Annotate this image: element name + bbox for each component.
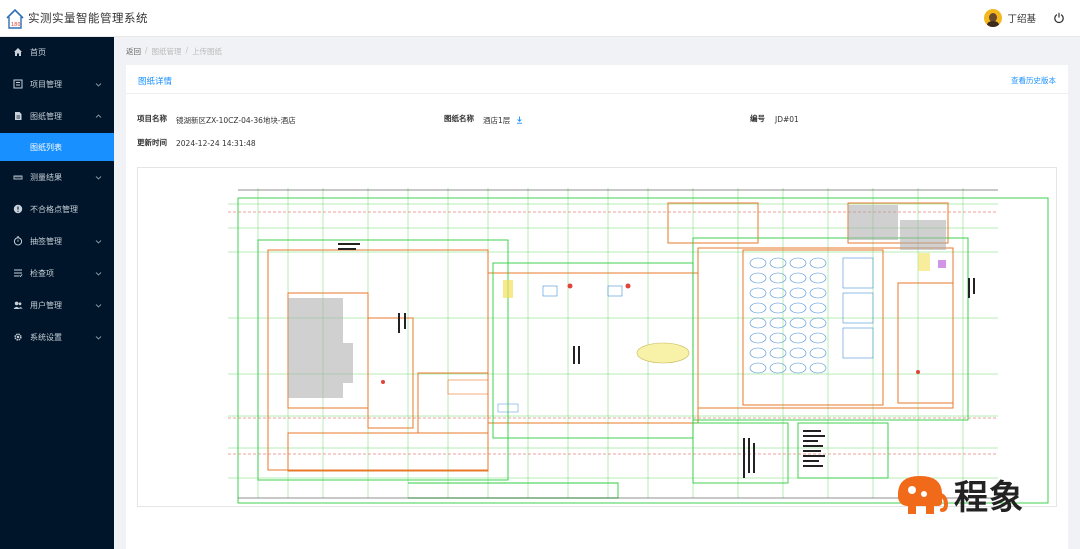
chevron-down-icon [95,239,102,244]
breadcrumb-upload-drawing: 上传图纸 [192,47,223,56]
sidebar-item-label: 用户管理 [30,300,62,310]
sidebar-item-home[interactable]: 首页 [0,38,114,66]
sidebar-subitem-drawing-list[interactable]: 图纸列表 [0,133,114,161]
drawing-name-label: 图纸名称 [444,114,474,123]
app-logo-icon: 180 [6,8,24,29]
updated-time-label: 更新时间 [137,138,167,147]
app-title: 实测实量智能管理系统 [28,11,148,25]
card-title: 图纸详情 [138,77,173,87]
sidebar-item-users[interactable]: 用户管理 [0,291,114,319]
sidebar: 首页 项目管理 图纸管理 图纸列表 测量结果 不合格点管理 抽签管理 检查项 用… [0,37,114,549]
users-icon [13,301,23,309]
sidebar-item-settings[interactable]: 系统设置 [0,323,114,351]
project-name-label: 项目名称 [137,114,167,123]
avatar[interactable] [984,9,1003,27]
sidebar-item-label: 系统设置 [30,332,62,342]
logout-button[interactable] [1052,11,1066,25]
elephant-logo-icon [898,476,948,514]
project-name-value: 镜湖新区ZX-10CZ-04-36地块-酒店 [176,116,296,125]
sidebar-item-measure-results[interactable]: 测量结果 [0,163,114,191]
download-icon[interactable] [516,116,523,124]
user-menu[interactable]: 丁绍基 [984,8,1066,28]
sidebar-item-drawings[interactable]: 图纸管理 [0,102,114,130]
chevron-down-icon [95,175,102,180]
sidebar-item-label: 检查项 [30,268,54,278]
sidebar-item-lottery[interactable]: 抽签管理 [0,227,114,255]
alert-icon [13,204,23,214]
breadcrumb-separator: / [185,46,189,55]
updated-time-value: 2024-12-24 14:31:48 [176,139,256,148]
home-icon [14,48,22,56]
card-header: 图纸详情 查看历史版本 [126,65,1068,94]
floor-plan-image [138,168,1056,506]
svg-text:180: 180 [11,22,21,28]
sidebar-subitem-label: 图纸列表 [30,142,62,152]
drawing-preview[interactable] [137,167,1057,507]
sidebar-item-nonconformity[interactable]: 不合格点管理 [0,195,114,223]
code-label: 编号 [750,114,765,123]
top-bar: 180 实测实量智能管理系统 丁绍基 [0,0,1080,37]
sidebar-item-projects[interactable]: 项目管理 [0,70,114,98]
watermark-text: 程象 [954,477,1024,518]
breadcrumb-back-link[interactable]: 返回 [126,47,141,56]
chevron-down-icon [95,335,102,340]
sidebar-item-label: 图纸管理 [30,111,62,121]
brand-watermark: 程象 [894,471,1054,518]
sidebar-item-label: 首页 [30,47,46,57]
power-icon [1054,12,1064,24]
user-name[interactable]: 丁绍基 [1007,14,1036,25]
view-history-link[interactable]: 查看历史版本 [1011,76,1056,85]
sidebar-item-label: 项目管理 [30,79,62,89]
chevron-up-icon [95,113,102,118]
sidebar-item-label: 不合格点管理 [30,204,78,214]
gear-icon [14,333,22,341]
breadcrumb-drawing-management[interactable]: 图纸管理 [151,47,182,56]
drawing-icon [15,112,22,120]
chevron-down-icon [95,271,102,276]
clock-icon [13,236,23,246]
sidebar-item-check-items[interactable]: 检查项 [0,259,114,287]
project-icon [13,79,23,89]
checklist-icon [14,269,23,278]
sidebar-item-label: 测量结果 [30,172,62,182]
chevron-down-icon [95,82,102,87]
drawing-detail-card: 图纸详情 查看历史版本 项目名称 镜湖新区ZX-10CZ-04-36地块-酒店 … [126,65,1068,549]
drawing-name-value: 酒店1层 [483,116,511,125]
code-value: JD#01 [775,115,799,124]
breadcrumb-separator: / [145,46,148,55]
chevron-down-icon [95,303,102,308]
breadcrumb: 返回 / 图纸管理 / 上传图纸 [126,46,222,57]
sidebar-item-label: 抽签管理 [30,236,62,246]
measure-icon [13,175,23,180]
